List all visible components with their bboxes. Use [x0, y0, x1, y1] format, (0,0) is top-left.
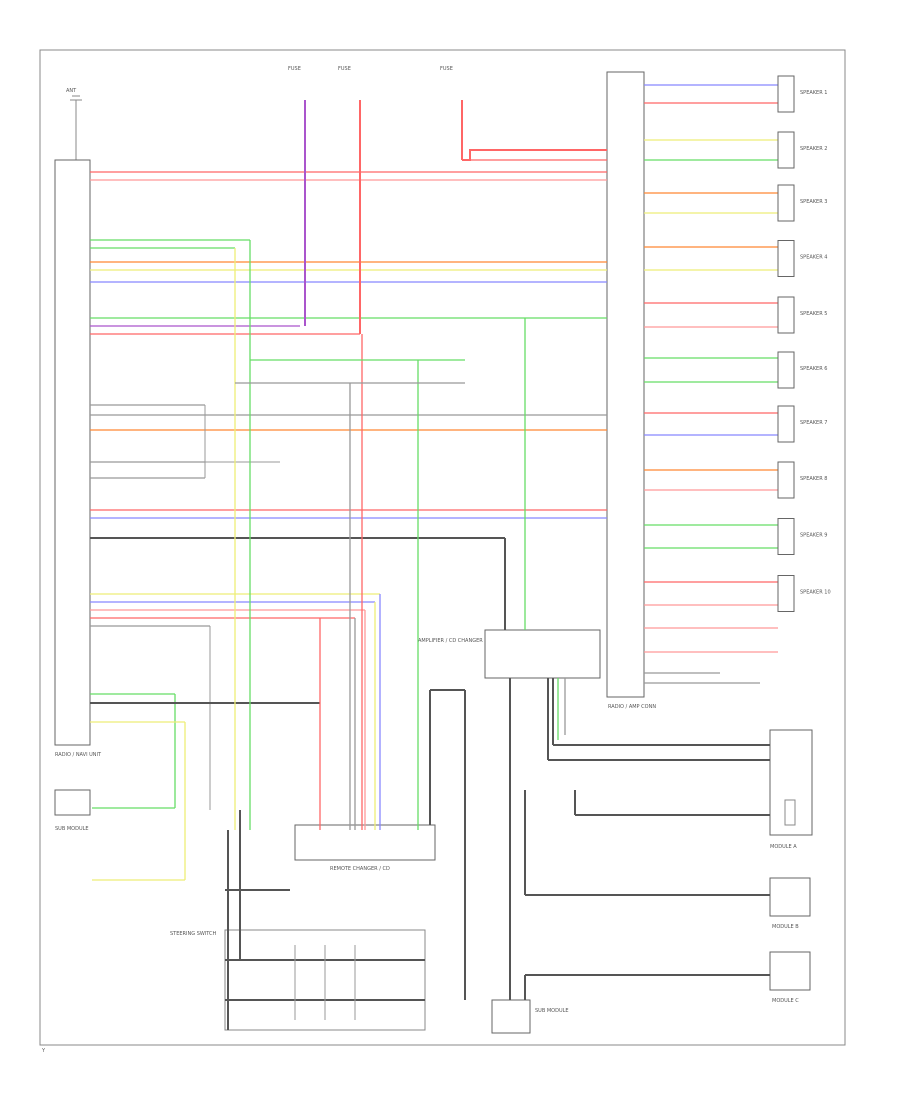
sub-module-lower-body	[54, 789, 91, 816]
speaker-7-label: SPEAKER 7	[800, 420, 827, 426]
antenna-label: ANT	[66, 88, 77, 94]
sub-module-lower-label: SUB MODULE	[55, 826, 89, 832]
remote-changer-label: REMOTE CHANGER / CD	[330, 866, 390, 872]
right-module-b	[769, 877, 811, 917]
sub-module-body	[491, 999, 531, 1034]
speaker-5-label: SPEAKER 5	[800, 311, 827, 317]
right-module-b-label: MODULE B	[772, 924, 799, 930]
speaker-2-symbol	[777, 131, 795, 169]
radio-unit-body	[54, 159, 91, 746]
speaker-3-symbol	[777, 184, 795, 222]
remote-changer-body	[294, 824, 436, 861]
fuse-label-3: FUSE	[440, 66, 453, 72]
steering-switch-label: STEERING SWITCH	[170, 931, 217, 937]
speaker-1-label: SPEAKER 1	[800, 90, 827, 96]
speaker-6-symbol	[777, 351, 795, 389]
antenna-symbol: ANT	[66, 88, 82, 160]
speaker-4-label: SPEAKER 4	[800, 255, 827, 261]
speaker-8-symbol	[777, 461, 795, 499]
wire-group	[90, 84, 778, 1030]
speaker-10-symbol	[777, 575, 795, 612]
right-connector-body	[606, 71, 645, 698]
speaker-1-symbol	[777, 75, 795, 113]
speaker-8-label: SPEAKER 8	[800, 476, 827, 482]
right-connector-label: RADIO / AMP CONN	[608, 704, 656, 710]
speaker-5-symbol	[777, 296, 795, 334]
fuse-label-2: FUSE	[338, 66, 351, 72]
speaker-10-label: SPEAKER 10	[800, 590, 831, 596]
speaker-9-label: SPEAKER 9	[800, 533, 827, 539]
speaker-4-symbol	[777, 240, 795, 277]
speaker-group: SPEAKER 1 SPEAKER 2 SPEAKER 3 SPEAKER 4 SPEA…	[777, 75, 831, 612]
radio-unit-label: RADIO / NAVI UNIT	[55, 752, 102, 758]
footer-label: Y	[41, 1048, 46, 1054]
amp-body	[484, 629, 601, 679]
speaker-9-symbol	[777, 518, 795, 555]
speaker-3-label: SPEAKER 3	[800, 199, 827, 205]
diagram-frame	[39, 49, 846, 1046]
right-module-a	[769, 729, 813, 836]
sub-module-label: SUB MODULE	[535, 1008, 569, 1014]
steering-switch-frame	[224, 929, 426, 1031]
right-module-a-inner	[784, 799, 796, 826]
right-module-a-label: MODULE A	[770, 844, 797, 850]
fuse-label-1: FUSE	[288, 66, 301, 72]
right-module-c	[769, 951, 811, 991]
amp-label: AMPLIFIER / CD CHANGER	[418, 638, 483, 644]
speaker-6-label: SPEAKER 6	[800, 366, 827, 372]
wire-37	[462, 149, 607, 161]
right-module-c-label: MODULE C	[772, 998, 799, 1004]
speaker-7-symbol	[777, 405, 795, 443]
speaker-2-label: SPEAKER 2	[800, 146, 827, 152]
